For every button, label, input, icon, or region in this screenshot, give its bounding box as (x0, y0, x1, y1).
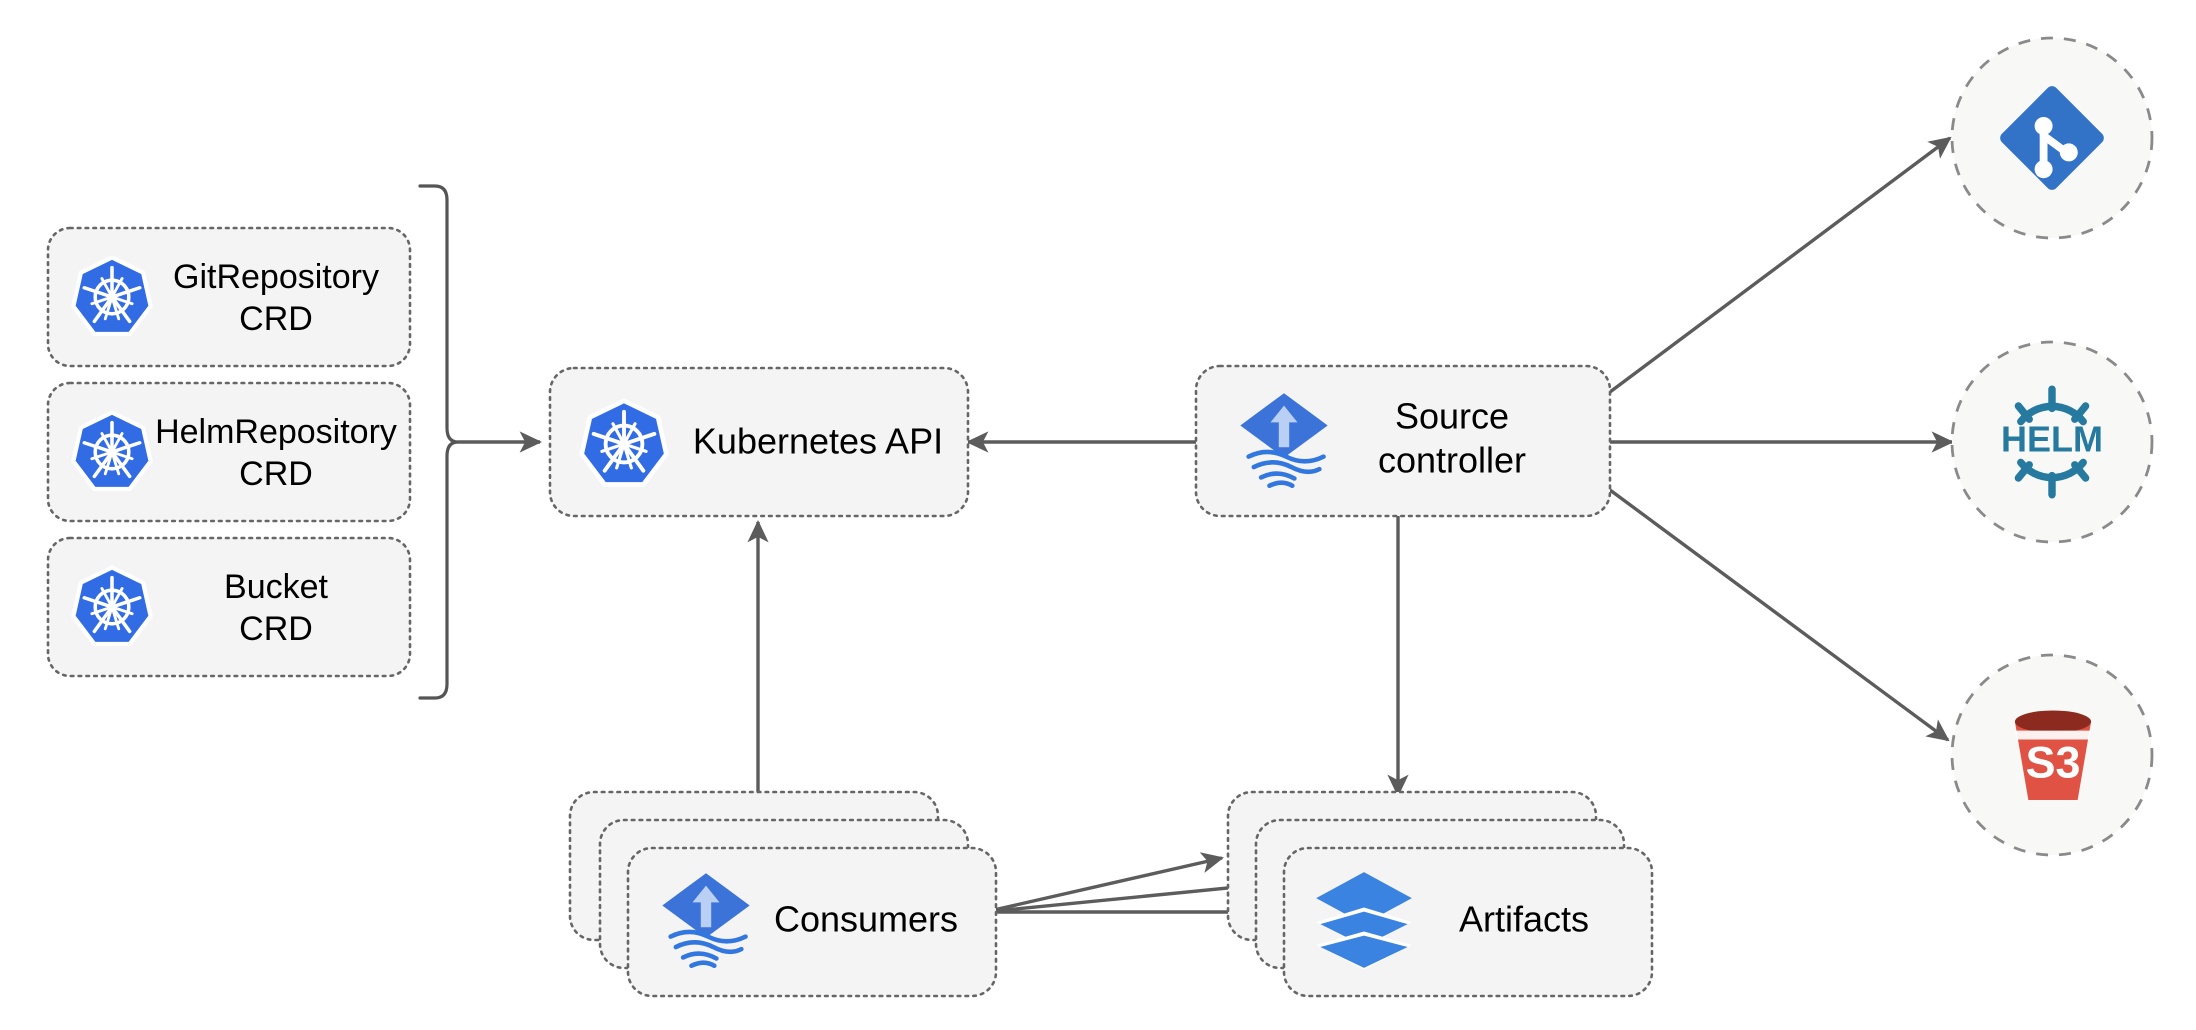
edge-source-controller-to-git (1608, 136, 1952, 394)
source-helm[interactable] (1950, 340, 2154, 544)
kubernetes-icon (73, 413, 150, 489)
s3-bucket-icon (2014, 710, 2092, 801)
artifacts-label: Artifacts (1459, 899, 1589, 940)
crd-label-line1: Bucket (224, 568, 328, 606)
node-artifacts[interactable]: Artifacts (1226, 790, 1654, 998)
node-source-controller[interactable]: Source controller (1194, 364, 1612, 518)
crd-label-line2: CRD (239, 610, 313, 648)
edge-consumers-to-artifacts-top (984, 852, 1224, 914)
crd-label-line2: CRD (239, 455, 313, 493)
crd-card-bucket[interactable]: Bucket CRD (46, 536, 412, 678)
consumers-label: Consumers (774, 899, 958, 940)
edge-crds-to-kubernetes-api (418, 184, 543, 700)
kubernetes-icon (582, 401, 667, 485)
helm-icon (2001, 389, 2103, 495)
crd-label-line1: HelmRepository (155, 413, 397, 451)
crd-group: GitRepository CRD HelmRepository CRD Buc… (46, 226, 412, 678)
edge-source-controller-to-s3 (1608, 488, 1950, 742)
crd-label-line1: GitRepository (173, 258, 379, 296)
edge-consumers-to-artifacts-middle (984, 877, 1251, 914)
connector-layer (418, 136, 1955, 923)
kubernetes-icon (73, 258, 150, 334)
node-consumers[interactable]: Consumers (568, 790, 998, 998)
crd-card-gitrepository[interactable]: GitRepository CRD (46, 226, 412, 368)
source-controller-label-line2: controller (1378, 440, 1526, 481)
kubernetes-api-label: Kubernetes API (693, 421, 943, 462)
crd-card-helmrepository[interactable]: HelmRepository CRD (46, 381, 412, 523)
node-kubernetes-api[interactable]: Kubernetes API (548, 366, 970, 518)
kubernetes-icon (73, 568, 150, 644)
source-s3[interactable] (1950, 653, 2154, 857)
source-controller-label-line1: Source (1395, 396, 1509, 437)
crd-label-line2: CRD (239, 300, 313, 338)
source-git[interactable] (1950, 36, 2154, 240)
